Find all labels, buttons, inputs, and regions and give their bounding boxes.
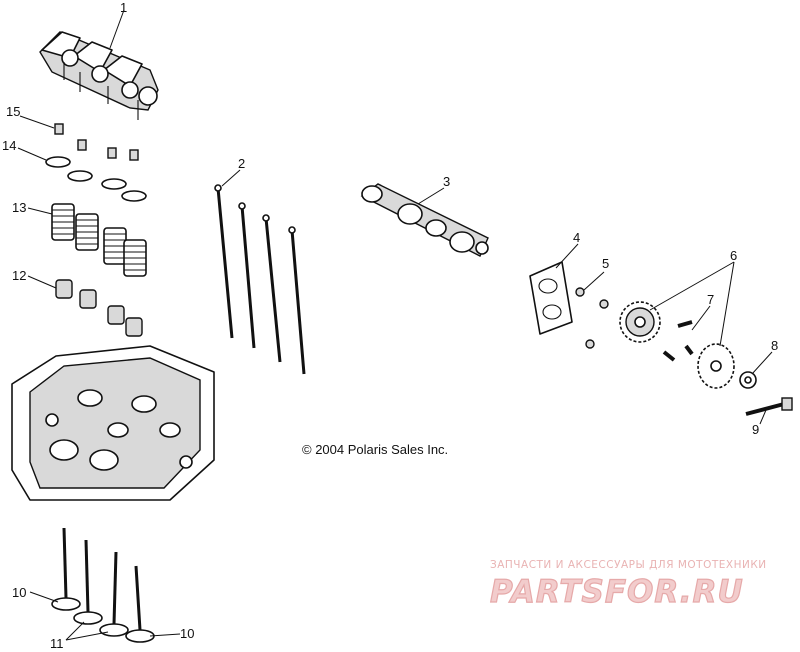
callout-3: 3 <box>443 174 450 189</box>
callout-14: 14 <box>2 138 16 153</box>
valve-springs <box>51 203 147 277</box>
cylinder-head <box>11 345 215 501</box>
callout-11: 11 <box>50 636 64 651</box>
watermark-tagline: ЗАПЧАСТИ И АКСЕССУАРЫ ДЛЯ МОТОТЕХНИКИ <box>490 559 767 571</box>
gasket-plate <box>529 261 573 335</box>
callout-10-right: 10 <box>180 626 194 641</box>
spring-retainers <box>45 156 147 202</box>
callout-10-left: 10 <box>12 585 26 600</box>
cover-screws <box>575 287 609 349</box>
rocker-arm-assembly <box>39 31 159 120</box>
copyright-text: © 2004 Polaris Sales Inc. <box>302 442 448 457</box>
callout-4: 4 <box>573 230 580 245</box>
timing-plate <box>697 343 735 389</box>
callout-15: 15 <box>6 104 20 119</box>
callout-13: 13 <box>12 200 26 215</box>
dowel-pins <box>662 320 694 362</box>
callout-1: 1 <box>120 0 127 15</box>
callout-5: 5 <box>602 256 609 271</box>
callout-labels: 1 2 3 4 5 6 7 8 9 10 10 11 12 13 14 15 <box>2 0 778 651</box>
valve-seals <box>55 279 143 337</box>
leader-lines <box>17 9 773 641</box>
callout-2: 2 <box>238 156 245 171</box>
callout-7: 7 <box>707 292 714 307</box>
camshaft <box>360 183 489 257</box>
valves <box>51 527 155 643</box>
callout-12: 12 <box>12 268 26 283</box>
watermark-brand: PARTSFOR.RU <box>490 574 744 610</box>
adjuster-screws <box>54 123 139 161</box>
callout-6: 6 <box>730 248 737 263</box>
washer <box>739 371 757 389</box>
gear-bolt <box>745 397 793 416</box>
cam-gear <box>619 301 661 343</box>
push-rods <box>214 184 306 375</box>
callout-9: 9 <box>752 422 759 437</box>
watermark: ЗАПЧАСТИ И АКСЕССУАРЫ ДЛЯ МОТОТЕХНИКИ PA… <box>489 559 767 611</box>
callout-8: 8 <box>771 338 778 353</box>
